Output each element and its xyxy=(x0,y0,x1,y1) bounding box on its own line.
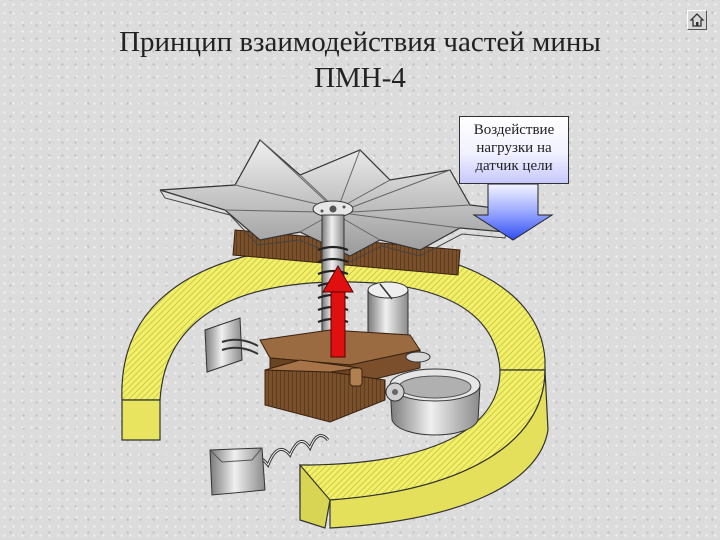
slider-plate xyxy=(204,317,259,373)
title-line-2: ПМН-4 xyxy=(314,62,406,94)
safety-ring xyxy=(121,244,549,529)
load-arrow xyxy=(472,183,554,241)
home-icon xyxy=(689,13,705,27)
fuse-base xyxy=(259,329,421,423)
motion-arrow xyxy=(322,264,354,358)
slide-title: Принцип взаимодействия частей мины ПМН-4 xyxy=(60,24,660,96)
callout-line-1: Воздействие xyxy=(473,122,555,138)
pressure-plate xyxy=(159,139,511,263)
home-button[interactable] xyxy=(687,10,707,30)
title-line-1: Принцип взаимодействия частей мины xyxy=(119,26,601,58)
callout-line-2: нагрузки на xyxy=(476,140,552,156)
fuse-cylinder xyxy=(367,281,409,341)
striker-spring xyxy=(209,434,330,496)
detonator-cup xyxy=(385,351,481,436)
callout-line-3: датчик цели xyxy=(475,158,553,174)
load-callout: Воздействие нагрузки на датчик цели xyxy=(459,116,569,184)
